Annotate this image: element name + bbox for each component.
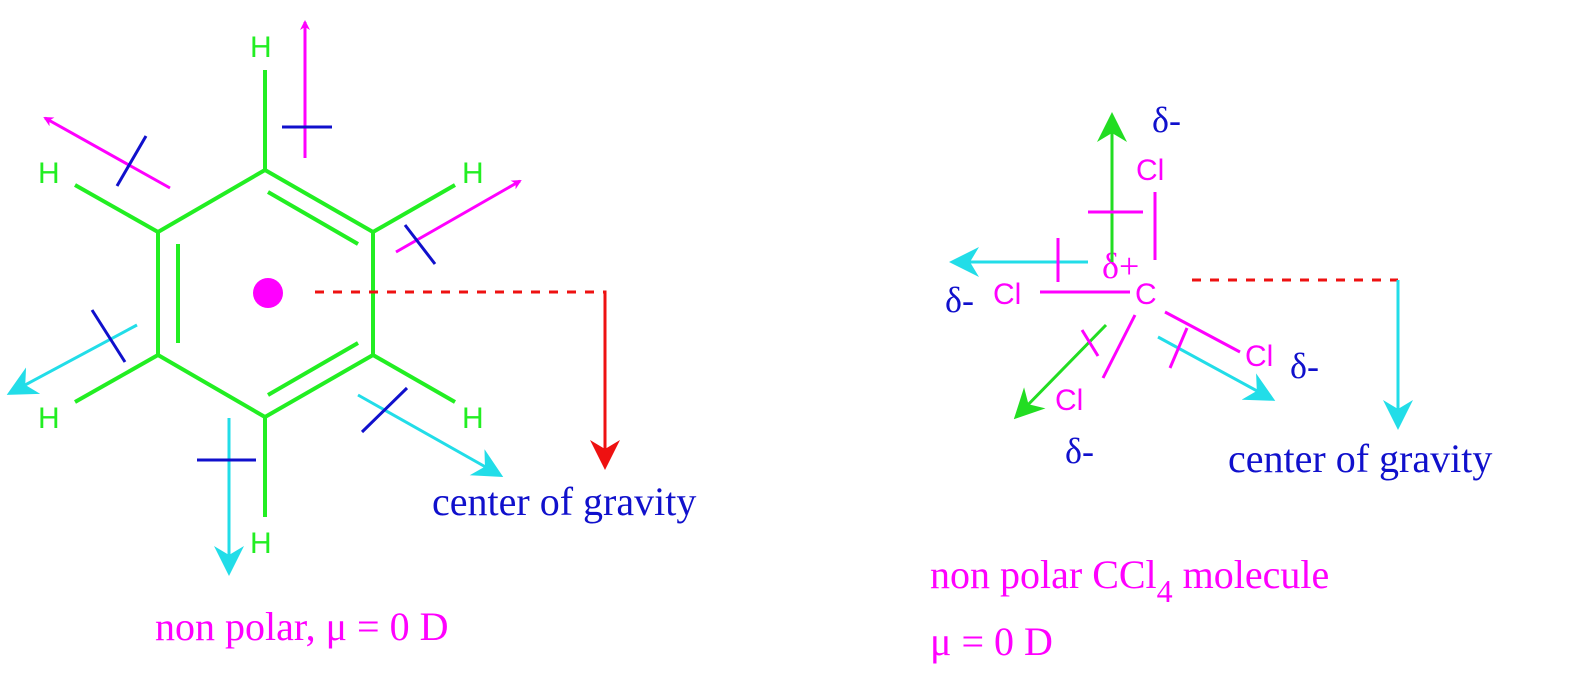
- c-cl-bonds: [1040, 192, 1241, 379]
- charge-delta-top: δ-: [1152, 100, 1181, 140]
- dipole-arrow-upper-right: [395, 179, 522, 265]
- ccl4-molecule: C Cl Cl Cl Cl δ+ δ- δ- δ- δ- center: [930, 100, 1492, 664]
- dipole-arrow-upper-left: [43, 116, 171, 190]
- ccl4-caption-subscript: 4: [1157, 573, 1173, 609]
- dipole-arrow-bottom: [197, 418, 256, 576]
- benzene-caption: non polar, μ = 0 D: [155, 604, 448, 649]
- dipole-arrow-top: [282, 20, 332, 158]
- ccl4-caption-line2: μ = 0 D: [930, 619, 1053, 664]
- atom-cl-right: Cl: [1245, 340, 1273, 373]
- atom-cl-top: Cl: [1136, 154, 1164, 187]
- ccl4-dipole-arrow-left: [949, 238, 1088, 282]
- ccl4-dipole-arrow-down-left: [1013, 323, 1108, 420]
- dipole-arrow-lower-right: [357, 386, 504, 477]
- charge-delta-bottom: δ-: [1065, 431, 1094, 471]
- ccl4-cog-label: center of gravity: [1228, 436, 1492, 481]
- ccl4-caption-prefix: non polar CCl: [930, 552, 1157, 597]
- atom-c: C: [1135, 278, 1157, 311]
- ccl4-dipole-arrow-up: [1088, 112, 1143, 262]
- ccl4-dipole-arrow-down-right: [1157, 327, 1276, 401]
- center-of-gravity-dot: [253, 278, 283, 308]
- ccl4-caption-suffix: molecule: [1173, 552, 1330, 597]
- atom-h-bottom: H: [250, 527, 272, 560]
- c-h-bonds: [74, 70, 456, 517]
- atom-h-upper-left: H: [38, 157, 60, 190]
- cog-label: center of gravity: [432, 479, 696, 524]
- cog-leader-line: [315, 290, 607, 298]
- dipole-arrow-lower-left: [6, 309, 138, 395]
- charge-delta-right: δ-: [1290, 346, 1319, 386]
- atom-h-lower-left: H: [38, 402, 60, 435]
- charge-delta-left: δ-: [945, 280, 974, 320]
- atom-cl-bottom: Cl: [1055, 384, 1083, 417]
- charge-delta-plus: δ+: [1102, 246, 1139, 286]
- atom-cl-left: Cl: [993, 278, 1021, 311]
- benzene-ring: [156, 168, 375, 419]
- atom-h-lower-right: H: [462, 402, 484, 435]
- ccl4-caption-line1: non polar CCl4 molecule: [930, 552, 1329, 609]
- atom-h-upper-right: H: [462, 157, 484, 190]
- atom-h-top: H: [250, 31, 272, 64]
- benzene-molecule: H H H H H H: [6, 20, 696, 649]
